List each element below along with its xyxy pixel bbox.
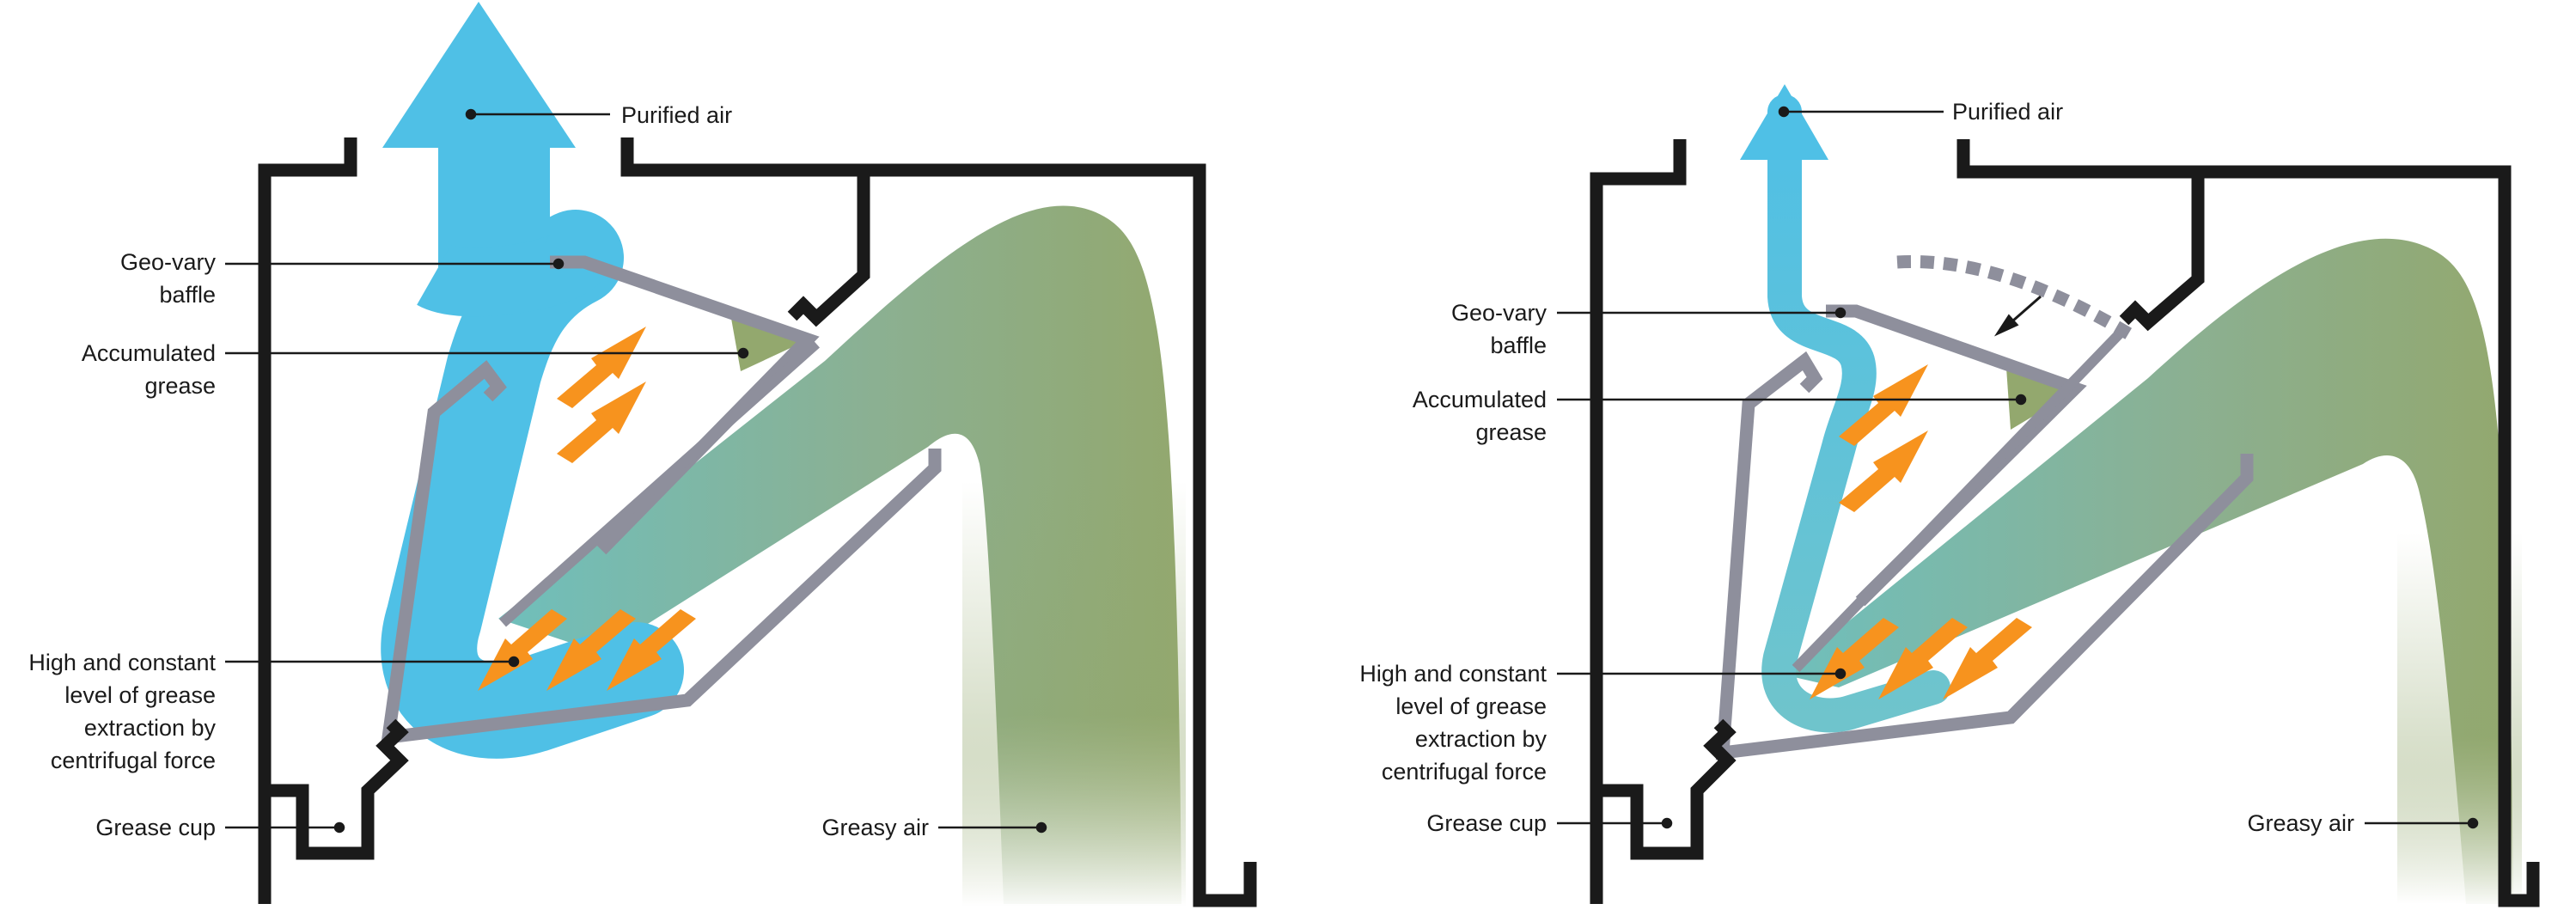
extraction-label-line4: centrifugal force — [1382, 759, 1547, 785]
accumulated-grease — [730, 314, 803, 371]
baffle-label-line1: Geo-vary — [1451, 300, 1547, 326]
panel-standard: Purified air Geo-vary baffle Accumulated… — [28, 2, 1257, 907]
grease-label-line2: grease — [1475, 419, 1547, 445]
geo-vary-baffle — [1715, 254, 2254, 760]
housing — [1590, 139, 2540, 907]
leader-lines — [1557, 106, 2479, 829]
leader-lines — [225, 108, 1047, 834]
extraction-label-line1: High and constant — [28, 650, 216, 675]
greasy-air-label: Greasy air — [2247, 810, 2354, 836]
grease-cup-label: Grease cup — [95, 815, 216, 840]
grease-force-arrow — [607, 609, 696, 691]
grease-force-arrow — [546, 609, 636, 691]
grease-force-arrows — [1810, 364, 2032, 699]
upward-air-arrow — [1740, 84, 1828, 160]
grease-cup-label: Grease cup — [1426, 810, 1547, 836]
extraction-label-line1: High and constant — [1359, 661, 1547, 687]
purified-air-label: Purified air — [621, 102, 732, 128]
grease-force-arrow — [1943, 618, 2032, 699]
grease-force-arrow — [1878, 618, 1968, 699]
baffle-label-line2: baffle — [159, 282, 216, 308]
extraction-label-line4: centrifugal force — [51, 748, 216, 773]
grease-force-arrow — [1810, 618, 1899, 699]
geo-vary-baffle — [381, 255, 942, 745]
grease-force-arrow — [1839, 431, 1928, 512]
panel-low-flow: Purified air Geo-vary baffle Accumulated… — [1359, 84, 2540, 907]
purified-air-flow — [1740, 84, 1950, 733]
grease-force-arrow — [478, 609, 567, 691]
grease-force-arrow — [1839, 364, 1928, 446]
grease-force-arrow — [557, 327, 646, 408]
grease-force-arrows — [478, 327, 696, 691]
grease-label-line1: Accumulated — [1413, 387, 1547, 412]
grease-label-line1: Accumulated — [82, 340, 216, 366]
accumulated-grease — [2006, 368, 2075, 430]
extraction-label-line2: level of grease — [64, 682, 216, 708]
housing — [258, 137, 1257, 907]
grease-label-line2: grease — [144, 373, 216, 399]
extraction-label-line3: extraction by — [84, 715, 217, 741]
greasy-air-label: Greasy air — [821, 815, 929, 840]
extraction-label-line3: extraction by — [1415, 726, 1547, 752]
baffle-label-line1: Geo-vary — [120, 249, 217, 275]
motion-arrow — [1993, 295, 2042, 337]
upward-air-arrow — [382, 2, 576, 148]
greasy-air-flow — [498, 205, 1186, 907]
grease-force-arrow — [557, 382, 646, 463]
extraction-label-line2: level of grease — [1395, 693, 1547, 719]
purified-air-label: Purified air — [1952, 99, 2063, 125]
baffle-label-line2: baffle — [1490, 333, 1547, 358]
